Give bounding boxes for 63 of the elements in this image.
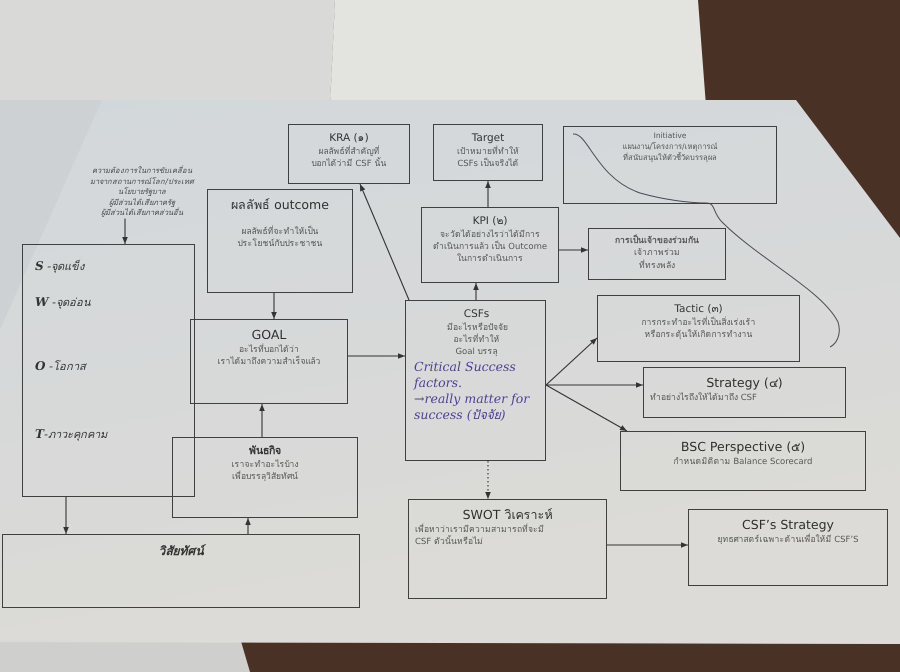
arrow — [546, 384, 628, 432]
box-heading: Target — [470, 131, 506, 145]
box-text: ทำอย่างไรถึงให้ได้มาถึง CSF — [650, 392, 758, 404]
box-text: อะไรที่บอกได้ว่า เราได้มาถึงความสำเร็จแล้ว — [216, 344, 322, 368]
box-heading: KPI (๒) — [472, 214, 508, 229]
arrow — [348, 353, 405, 359]
box-heading: พันธกิจ — [248, 444, 282, 459]
swot-item: O -โอกาส — [35, 358, 86, 375]
arrow — [360, 184, 410, 300]
box-text: ยุทธศาสตร์เฉพาะด้านเพื่อให้มี CSF’S — [716, 534, 860, 546]
box-heading: CSF’s Strategy — [741, 516, 835, 533]
box-heading: BSC Perspective (๕) — [680, 438, 806, 456]
dotted-arrow — [485, 461, 491, 499]
process-box — [405, 300, 546, 461]
process-box — [688, 509, 888, 586]
swot-item: W -จุดอ่อน — [35, 294, 91, 311]
process-box — [2, 534, 360, 608]
box-text: เป้าหมายที่ทำให้ CSFs เป็นจริงได้ — [456, 146, 520, 170]
box-text: ผลลัพธ์ที่จะทำให้เป็น ประโยชน์กับประชาชน — [236, 226, 324, 250]
arrow — [546, 382, 643, 388]
process-box — [207, 189, 353, 293]
box-text: การกระทำอะไรที่เป็นสิ่งเร่งเร้า หรือกระตุ้นให้เกิดการทำงาน — [640, 316, 756, 342]
handwritten-note: →really matter for success (ปัจจัย) — [414, 391, 531, 424]
arrow — [63, 497, 69, 534]
process-box — [408, 499, 607, 599]
swot-item: T-ภาวะคุกคาม — [35, 426, 107, 443]
box-text: มีอะไรหรือปัจจัย อะไรที่ทำให้ Goal บรรลุ — [447, 322, 506, 359]
swot-item: S -จุดแข็ง — [35, 258, 84, 275]
box-heading: Strategy (๔) — [705, 374, 784, 392]
box-text: กำหนดมิติตาม Balance Scorecard — [672, 456, 814, 468]
process-box — [421, 207, 559, 283]
arrow — [607, 542, 688, 548]
box-text: การเป็นเจ้าของร่วมกัน — [614, 235, 700, 248]
arrow — [546, 338, 598, 386]
box-heading: Tactic (๓) — [673, 302, 724, 316]
process-box — [433, 124, 543, 181]
process-box — [172, 437, 358, 518]
arrow — [473, 283, 479, 300]
process-box — [190, 319, 348, 404]
process-box — [588, 228, 726, 280]
box-text: ผลลัพธ์ที่สำคัญที่ บอกได้ว่ามี CSF นั้น — [310, 146, 388, 170]
box-heading: KRA (๑) — [328, 131, 370, 145]
arrow — [559, 247, 588, 253]
arrow — [485, 181, 491, 207]
box-heading: GOAL — [250, 326, 288, 343]
box-heading: วิสัยทัศน์ — [9, 541, 353, 560]
process-box — [597, 295, 800, 362]
process-box — [643, 367, 846, 418]
process-box — [563, 126, 777, 204]
box-text: เราจะทำอะไรบ้าง เพื่อบรรลุวิสัยทัศน์ — [230, 458, 300, 484]
box-text: จะวัดได้อย่างไรว่าได้มีการ ดำเนินการแล้ว เป็น Outcome ในการดำเนินการ — [432, 228, 548, 266]
arrow — [259, 404, 265, 437]
arrow — [122, 218, 128, 244]
box-text: เจ้าภาพร่วม ที่ทรงพลัง — [633, 247, 681, 272]
process-box — [288, 124, 410, 184]
process-box — [620, 431, 866, 491]
box-heading: CSFs — [462, 307, 490, 322]
box-heading: SWOT วิเคราะห์ — [462, 506, 554, 523]
box-heading: ผลลัพธ์ outcome — [230, 196, 330, 214]
handwritten-note: Critical Success factors. — [414, 358, 517, 392]
box-text: เพื่อหาว่าเรามีความสามารถที่จะมี CSF ตัวนั้นหรือไม่ — [415, 524, 545, 548]
arrow — [245, 518, 251, 534]
arrow — [271, 293, 277, 319]
